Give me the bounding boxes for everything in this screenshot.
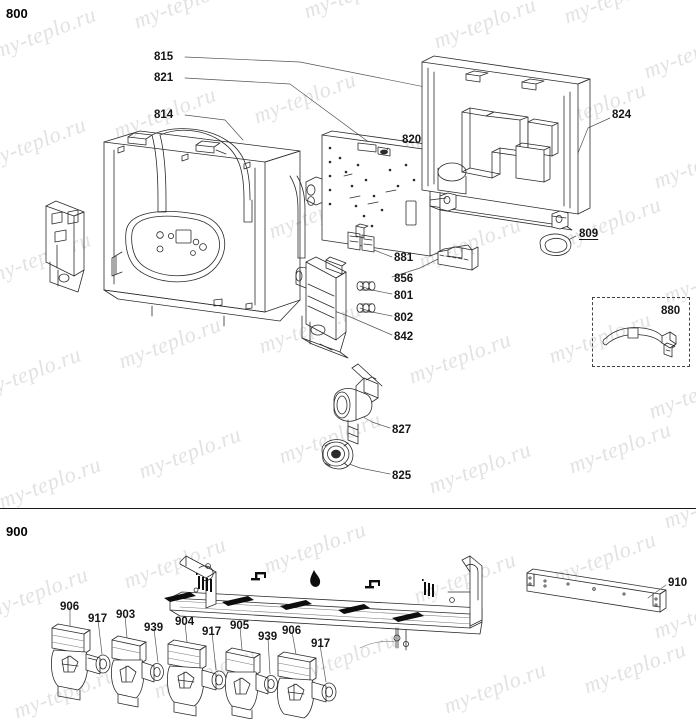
flow-symbol-tap-2 — [365, 580, 380, 589]
callout-821[interactable]: 821 — [154, 72, 174, 84]
callout-814[interactable]: 814 — [154, 109, 174, 121]
flow-symbol-radiator-1 — [196, 573, 212, 592]
seal-kit-802 — [356, 303, 376, 313]
flow-symbol-radiator-2 — [422, 579, 434, 597]
callout-904[interactable]: 904 — [175, 616, 195, 628]
mounting-bar-910 — [526, 568, 667, 613]
boiler-casing-814 — [103, 130, 301, 327]
callout-827[interactable]: 827 — [392, 424, 412, 436]
section-title-900: 900 — [6, 524, 28, 539]
callout-905[interactable]: 905 — [230, 620, 250, 632]
valve-assembly-2 — [110, 635, 164, 708]
callout-825[interactable]: 825 — [392, 470, 412, 482]
callout-802[interactable]: 802 — [394, 312, 414, 324]
callout-906a[interactable]: 906 — [60, 601, 80, 613]
grommet-809 — [539, 233, 572, 256]
callout-824[interactable]: 824 — [612, 109, 632, 121]
hydraulic-block-842 — [295, 256, 349, 359]
valve-assembly-1 — [50, 623, 111, 701]
inset-box-880 — [592, 297, 690, 367]
callout-820[interactable]: 820 — [402, 134, 422, 146]
callout-939b[interactable]: 939 — [258, 631, 278, 643]
callout-809[interactable]: 809 — [579, 228, 599, 240]
valve-assembly-5 — [276, 651, 337, 719]
callout-917b[interactable]: 917 — [202, 626, 222, 638]
callout-881[interactable]: 881 — [394, 252, 414, 264]
section-divider — [0, 508, 696, 509]
callout-842[interactable]: 842 — [394, 331, 414, 343]
section-title-800: 800 — [6, 6, 28, 21]
flow-arrows — [164, 592, 424, 622]
flow-symbol-flame — [310, 570, 321, 587]
left-bracket-assembly — [45, 200, 85, 293]
callout-939a[interactable]: 939 — [144, 622, 164, 634]
callout-917a[interactable]: 917 — [88, 613, 108, 625]
callout-906b[interactable]: 906 — [282, 625, 302, 637]
handle-856 — [437, 244, 479, 271]
callout-917c[interactable]: 917 — [311, 638, 331, 650]
fitting-881 — [355, 223, 369, 239]
callout-903[interactable]: 903 — [116, 609, 136, 621]
manifold-frame-900 — [169, 555, 483, 651]
flow-symbol-tap-1 — [251, 572, 266, 581]
callout-815[interactable]: 815 — [154, 51, 174, 63]
control-board-820 — [321, 130, 441, 257]
valve-assembly-3 — [166, 639, 227, 717]
callout-856[interactable]: 856 — [394, 273, 414, 285]
callout-801[interactable]: 801 — [394, 290, 414, 302]
rear-panel-824 — [421, 55, 591, 231]
callout-880[interactable]: 880 — [661, 305, 681, 317]
power-cable-880 — [602, 327, 677, 358]
valve-assembly-4 — [224, 647, 278, 719]
leader-lines-900 — [69, 584, 667, 683]
pump-assembly-827-825 — [321, 363, 383, 470]
callout-910[interactable]: 910 — [668, 577, 688, 589]
seal-kit-801 — [356, 281, 376, 291]
